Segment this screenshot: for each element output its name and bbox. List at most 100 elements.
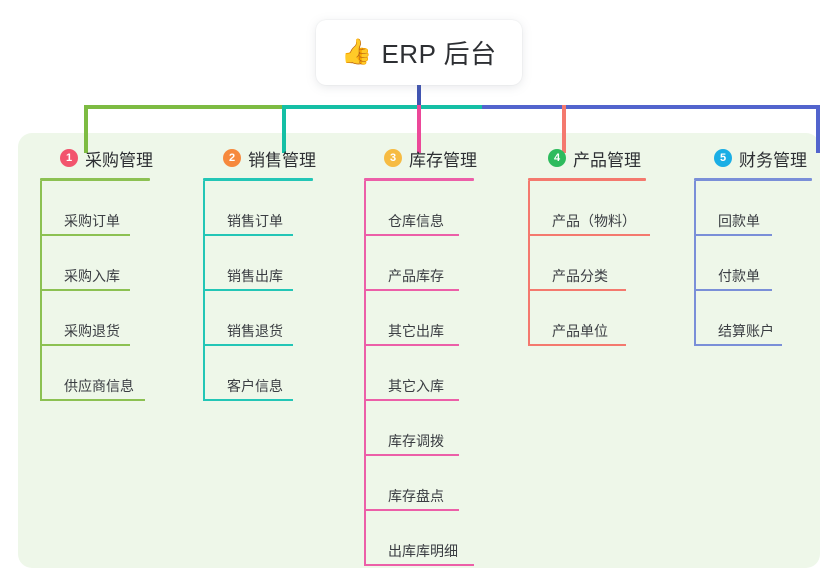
branch-item-label: 客户信息 bbox=[227, 378, 283, 394]
branch-item-label: 结算账户 bbox=[718, 323, 774, 339]
branch-title-5: 财务管理 bbox=[739, 150, 807, 170]
branch-stub-4 bbox=[562, 105, 566, 153]
branch-item-label: 产品库存 bbox=[388, 268, 444, 284]
branch-item[interactable]: 库存盘点 bbox=[364, 456, 514, 511]
branch-items-3: 仓库信息产品库存其它出库其它入库库存调拨库存盘点出库库明细 bbox=[364, 181, 514, 566]
branch-item[interactable]: 销售出库 bbox=[203, 236, 353, 291]
branch-items-1: 采购订单采购入库采购退货供应商信息 bbox=[40, 181, 190, 401]
root-trunk-connector bbox=[417, 85, 421, 109]
branch-header-5[interactable]: 5 财务管理 bbox=[694, 146, 834, 170]
branch-item-rule bbox=[364, 289, 459, 291]
branch-item[interactable]: 回款单 bbox=[694, 181, 834, 236]
branch-item-rule bbox=[694, 234, 772, 236]
branch-item[interactable]: 采购退货 bbox=[40, 291, 190, 346]
branch-item-label: 其它出库 bbox=[388, 323, 444, 339]
branch-header-rule-2 bbox=[203, 178, 313, 181]
branch-item-rule bbox=[40, 344, 130, 346]
branch-item-rule bbox=[40, 234, 130, 236]
branch-title-3: 库存管理 bbox=[409, 150, 477, 170]
branch-item[interactable]: 结算账户 bbox=[694, 291, 834, 346]
branch-stub-3 bbox=[417, 105, 421, 153]
branch-item-rule bbox=[203, 344, 293, 346]
branch-item[interactable]: 付款单 bbox=[694, 236, 834, 291]
branch-item-label: 产品单位 bbox=[552, 323, 608, 339]
branch-column-2: 2 销售管理销售订单销售出库销售退货客户信息 bbox=[203, 146, 353, 401]
thumbs-up-icon: 👍 bbox=[341, 38, 373, 66]
branch-column-4: 4 产品管理产品（物料） 产品分类产品单位 bbox=[528, 146, 693, 346]
branch-item[interactable]: 其它出库 bbox=[364, 291, 514, 346]
branch-title-2: 销售管理 bbox=[248, 150, 316, 170]
branch-item[interactable]: 销售退货 bbox=[203, 291, 353, 346]
branch-item[interactable]: 仓库信息 bbox=[364, 181, 514, 236]
branch-item[interactable]: 库存调拨 bbox=[364, 401, 514, 456]
branch-item-label: 其它入库 bbox=[388, 378, 444, 394]
branch-item-label: 销售订单 bbox=[227, 213, 283, 229]
branch-item-rule bbox=[364, 454, 459, 456]
branch-item[interactable]: 采购订单 bbox=[40, 181, 190, 236]
branch-item[interactable]: 采购入库 bbox=[40, 236, 190, 291]
branch-column-1: 1 采购管理采购订单采购入库采购退货供应商信息 bbox=[40, 146, 190, 401]
branch-item-label: 供应商信息 bbox=[64, 378, 134, 394]
branch-spine-4 bbox=[528, 181, 530, 346]
branch-item[interactable]: 出库库明细 bbox=[364, 511, 514, 566]
branch-title-1: 采购管理 bbox=[85, 150, 153, 170]
branch-item-label: 仓库信息 bbox=[388, 213, 444, 229]
connector-bar-blue bbox=[482, 105, 820, 109]
branch-item-rule bbox=[694, 344, 782, 346]
branch-stub-2 bbox=[282, 105, 286, 153]
branch-item[interactable]: 其它入库 bbox=[364, 346, 514, 401]
branch-spine-1 bbox=[40, 181, 42, 401]
branch-item-rule bbox=[364, 509, 459, 511]
branch-item-label: 销售退货 bbox=[227, 323, 283, 339]
branch-header-1[interactable]: 1 采购管理 bbox=[40, 146, 190, 170]
branch-item-rule bbox=[40, 399, 145, 401]
connector-bar-green bbox=[84, 105, 284, 109]
branch-item-label: 产品分类 bbox=[552, 268, 608, 284]
branch-stub-5 bbox=[816, 105, 820, 153]
branch-item-rule bbox=[364, 399, 459, 401]
branch-item[interactable]: 产品单位 bbox=[528, 291, 693, 346]
branch-item[interactable]: 客户信息 bbox=[203, 346, 353, 401]
branch-stub-1 bbox=[84, 105, 88, 153]
branch-item[interactable]: 产品库存 bbox=[364, 236, 514, 291]
branch-badge-5: 5 bbox=[714, 149, 732, 167]
root-node[interactable]: 👍 ERP 后台 bbox=[316, 20, 522, 85]
branch-item-rule bbox=[203, 289, 293, 291]
branch-spine-2 bbox=[203, 181, 205, 401]
branch-item-rule bbox=[528, 289, 626, 291]
branch-item-rule bbox=[528, 344, 626, 346]
branch-item-label: 出库库明细 bbox=[388, 543, 458, 559]
branch-item[interactable]: 产品（物料） bbox=[528, 181, 693, 236]
branch-item-label: 付款单 bbox=[718, 268, 760, 284]
branch-column-5: 5 财务管理回款单付款单结算账户 bbox=[694, 146, 834, 346]
branch-spine-3 bbox=[364, 181, 366, 566]
branch-item[interactable]: 销售订单 bbox=[203, 181, 353, 236]
branch-title-4: 产品管理 bbox=[573, 150, 641, 170]
branch-header-4[interactable]: 4 产品管理 bbox=[528, 146, 693, 170]
branch-item-rule bbox=[528, 234, 650, 236]
branch-items-4: 产品（物料） 产品分类产品单位 bbox=[528, 181, 693, 346]
content-panel bbox=[18, 133, 820, 568]
branch-item-label: 回款单 bbox=[718, 213, 760, 229]
branch-header-2[interactable]: 2 销售管理 bbox=[203, 146, 353, 170]
branch-badge-1: 1 bbox=[60, 149, 78, 167]
branch-item-label: 销售出库 bbox=[227, 268, 283, 284]
branch-items-2: 销售订单销售出库销售退货客户信息 bbox=[203, 181, 353, 401]
branch-item-rule bbox=[364, 234, 459, 236]
branch-item-label: 采购退货 bbox=[64, 323, 120, 339]
branch-item[interactable]: 供应商信息 bbox=[40, 346, 190, 401]
branch-badge-4: 4 bbox=[548, 149, 566, 167]
branch-spine-5 bbox=[694, 181, 696, 346]
branch-item-rule bbox=[364, 344, 459, 346]
branch-badge-2: 2 bbox=[223, 149, 241, 167]
page-title: ERP 后台 bbox=[381, 39, 497, 69]
branch-item-label: 采购订单 bbox=[64, 213, 120, 229]
branch-header-rule-3 bbox=[364, 178, 474, 181]
branch-header-rule-1 bbox=[40, 178, 150, 181]
branch-item-rule bbox=[203, 399, 293, 401]
connector-bar-teal bbox=[282, 105, 484, 109]
branch-item-rule bbox=[364, 564, 474, 566]
branch-item[interactable]: 产品分类 bbox=[528, 236, 693, 291]
